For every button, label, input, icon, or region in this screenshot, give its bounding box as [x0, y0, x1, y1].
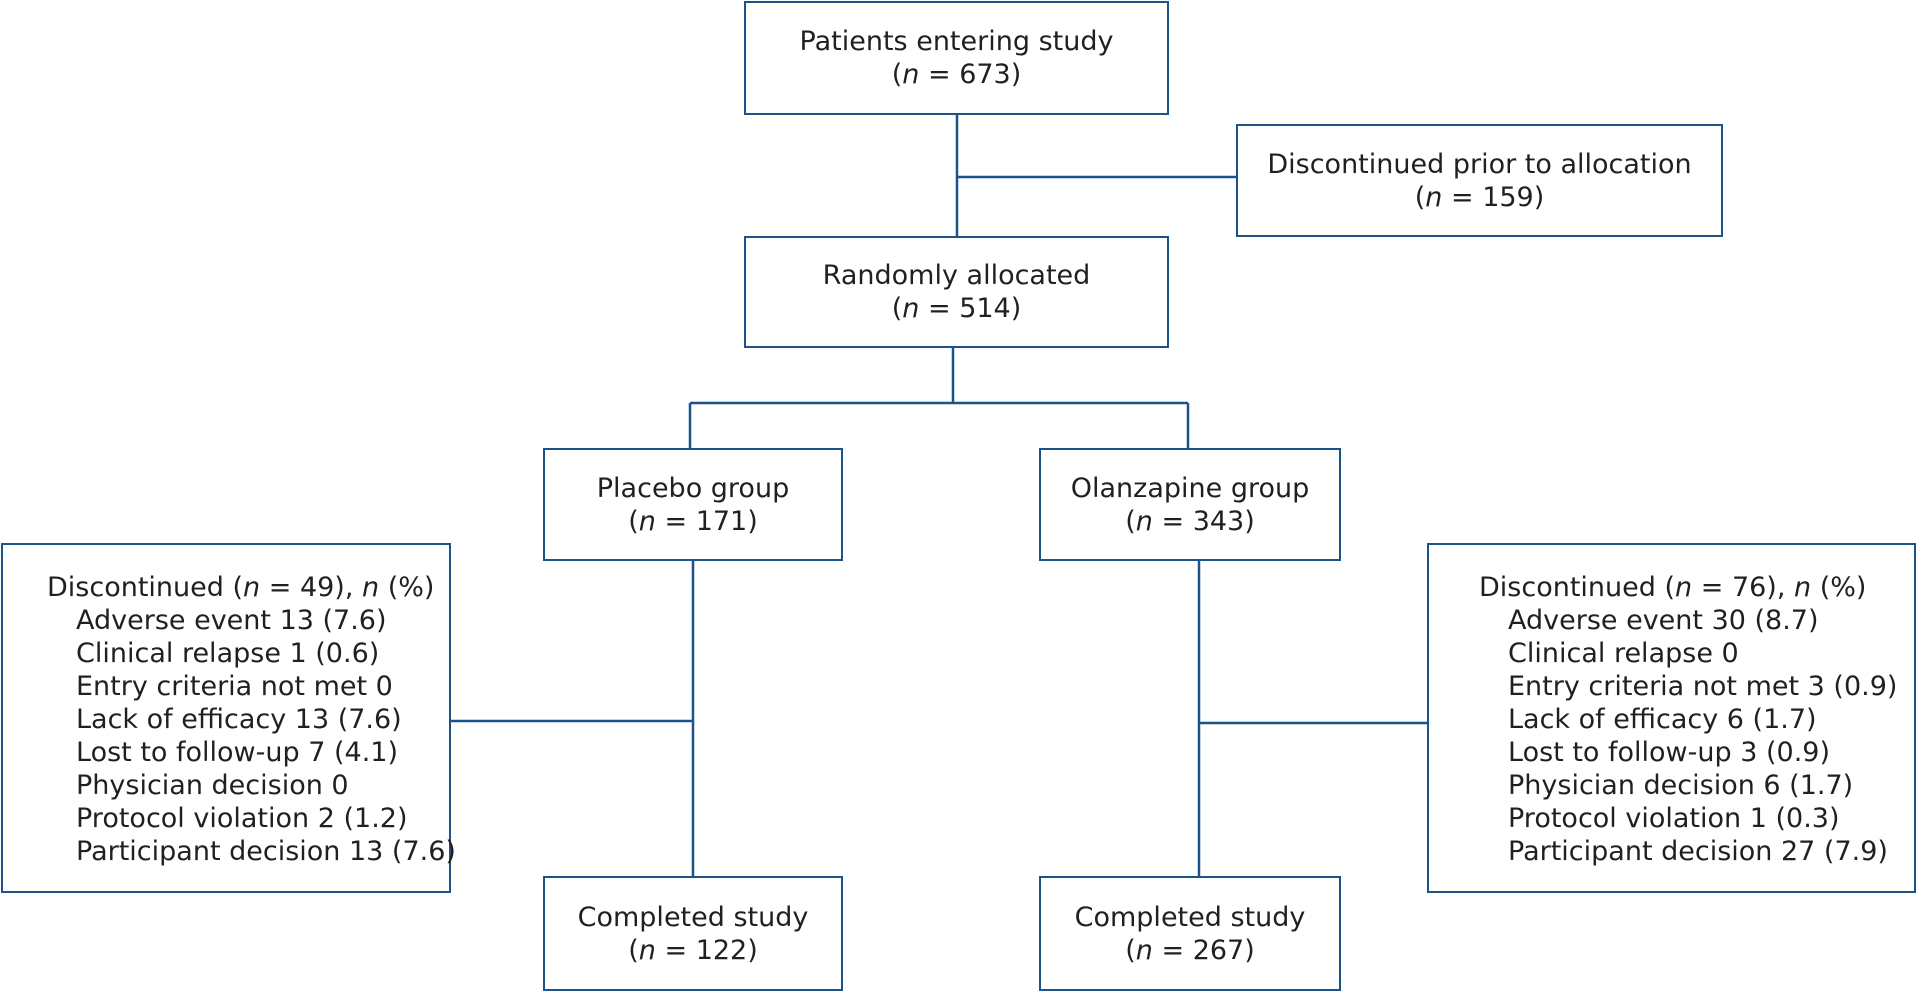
olanzapine-completed-label: Completed study — [1074, 901, 1306, 933]
patients-entering-box: Patients entering study (n = 673) — [744, 1, 1169, 115]
placebo-reason-item: Lack of efficacy 13 (7.6) — [76, 704, 402, 735]
olanzapine-reason-item: Lost to follow-up 3 (0.9) — [1508, 737, 1830, 768]
patients-entering-count: (n = 673) — [891, 59, 1022, 90]
patients-entering-label: Patients entering study — [799, 26, 1114, 57]
olanzapine-reason-item: Protocol violation 1 (0.3) — [1508, 803, 1840, 834]
olanzapine-reason-item: Adverse event 30 (8.7) — [1508, 605, 1819, 636]
placebo-reason-item: Entry criteria not met 0 — [76, 671, 393, 702]
placebo-completed-count: (n = 122) — [628, 934, 758, 966]
olanzapine-reason-item: Clinical relapse 0 — [1508, 638, 1739, 669]
placebo-reason-item: Clinical relapse 1 (0.6) — [76, 638, 380, 669]
olanzapine-reason-item: Lack of efficacy 6 (1.7) — [1508, 704, 1817, 735]
randomly-allocated-count: (n = 514) — [891, 293, 1022, 324]
placebo-reason-item: Adverse event 13 (7.6) — [76, 605, 387, 636]
discontinued-prior-label: Discontinued prior to allocation — [1267, 148, 1692, 180]
olanzapine-completed-count: (n = 267) — [1125, 934, 1255, 966]
placebo-discontinued-box: Discontinued (n = 49), n (%) Adverse eve… — [1, 543, 456, 893]
placebo-completed-box: Completed study (n = 122) — [543, 876, 843, 991]
placebo-group-count: (n = 171) — [628, 505, 758, 537]
olanzapine-reason-item: Entry criteria not met 3 (0.9) — [1508, 671, 1898, 702]
discontinued-prior-count: (n = 159) — [1414, 181, 1545, 213]
placebo-completed-label: Completed study — [577, 901, 809, 933]
discontinued-prior-box: Discontinued prior to allocation (n = 15… — [1236, 124, 1723, 237]
olanzapine-completed-box: Completed study (n = 267) — [1039, 876, 1341, 991]
olanzapine-reason-item: Physician decision 6 (1.7) — [1508, 770, 1854, 801]
olanzapine-discontinued-heading: Discontinued (n = 76), n (%) — [1479, 572, 1867, 603]
placebo-discontinued-heading: Discontinued (n = 49), n (%) — [47, 572, 435, 603]
olanzapine-reason-item: Participant decision 27 (7.9) — [1508, 836, 1888, 867]
olanzapine-group-label: Olanzapine group — [1070, 472, 1310, 504]
placebo-reason-item: Participant decision 13 (7.6) — [76, 836, 456, 867]
placebo-group-label: Placebo group — [596, 472, 790, 504]
placebo-group-box: Placebo group (n = 171) — [543, 448, 843, 561]
placebo-reason-item: Protocol violation 2 (1.2) — [76, 803, 408, 834]
randomly-allocated-box: Randomly allocated (n = 514) — [744, 236, 1169, 348]
placebo-reason-item: Physician decision 0 — [76, 770, 349, 801]
olanzapine-discontinued-box: Discontinued (n = 76), n (%) Adverse eve… — [1427, 543, 1916, 893]
placebo-reason-item: Lost to follow-up 7 (4.1) — [76, 737, 398, 768]
olanzapine-group-box: Olanzapine group (n = 343) — [1039, 448, 1341, 561]
olanzapine-group-count: (n = 343) — [1125, 505, 1255, 537]
randomly-allocated-label: Randomly allocated — [822, 260, 1091, 291]
